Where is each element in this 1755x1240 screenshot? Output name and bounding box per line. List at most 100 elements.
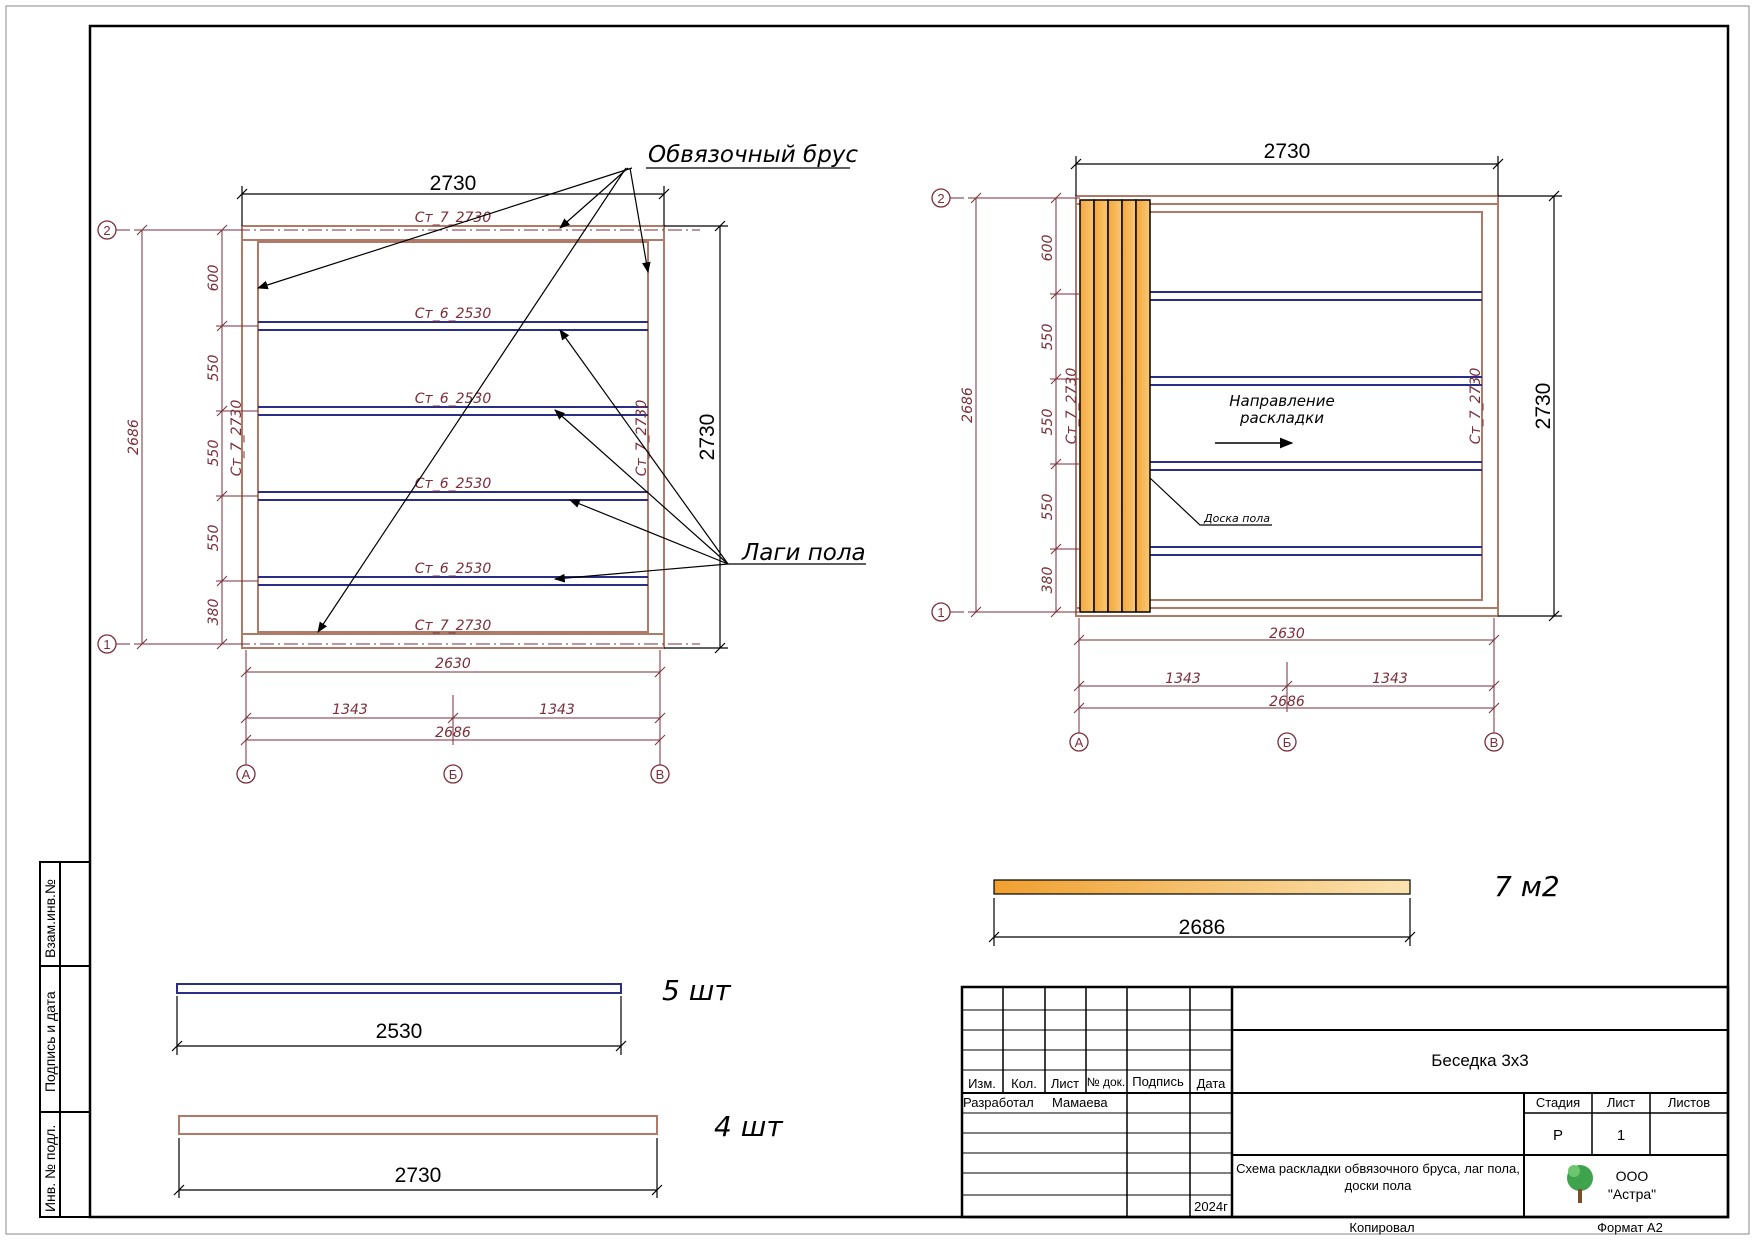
callout-joists-leaders (553, 329, 729, 583)
right-dim-left (970, 192, 1074, 618)
legend: 2686 7 м2 2530 5 шт 2730 4 шт (171, 870, 1560, 1198)
left-axis-markers (97, 220, 670, 784)
left-half-right: 1343 (539, 702, 575, 718)
plank-label: Доска пола (1203, 512, 1270, 525)
left-dim-left (136, 224, 240, 650)
left-spacing-1: 600 (206, 265, 222, 292)
right-spacing-5: 380 (1040, 567, 1056, 594)
left-dim-spacings (216, 224, 258, 650)
right-spacing-4: 550 (1040, 494, 1056, 521)
right-dim-right (1498, 190, 1562, 622)
left-half-left: 1343 (332, 702, 368, 718)
left-right-total: 2730 (696, 414, 719, 461)
callout-joists: Лаги пола (741, 540, 866, 566)
right-joists (1150, 291, 1482, 556)
legend-beam-qty: 4 шт (714, 1110, 783, 1143)
right-dim-bottom (1073, 634, 1500, 714)
left-overall: 2686 (435, 725, 471, 741)
legend-plank-qty: 7 м2 (1494, 870, 1560, 903)
legend-beam-dim (173, 1138, 663, 1198)
right-spacing-1: 600 (1040, 235, 1056, 262)
callout-beam: Обвязочный брус (648, 142, 858, 168)
right-right-total: 2730 (1532, 383, 1555, 430)
direction-label-1: Направление (1229, 392, 1334, 410)
left-joist-label-2: Ст_6_2530 (415, 391, 492, 407)
left-top-width: 2730 (430, 172, 477, 195)
right-axis-v: В (1490, 735, 1499, 750)
left-dim-right (664, 220, 728, 654)
right-spacing-2: 550 (1040, 324, 1056, 351)
legend-joist-dim (171, 996, 627, 1055)
tb-col-sign: Подпись (1132, 1074, 1184, 1089)
left-spacing-5: 380 (206, 599, 222, 626)
tb-sheets-label: Листов (1668, 1095, 1710, 1110)
tb-developer-name: Мамаева (1052, 1095, 1108, 1110)
legend-beam-length: 2730 (395, 1164, 442, 1187)
right-beam-right-label: Ст_7_2730 (1468, 368, 1484, 445)
legend-plank-swatch (993, 879, 1411, 895)
legend-joist-length: 2530 (376, 1020, 423, 1043)
left-beam-right-label: Ст_7_2730 (634, 400, 650, 477)
right-axis-1: 1 (937, 605, 944, 620)
left-beam-left-label: Ст_7_2730 (229, 400, 245, 477)
right-half-right: 1343 (1372, 671, 1408, 687)
left-joist-label-4: Ст_6_2530 (415, 561, 492, 577)
left-dim-bottom (240, 666, 666, 746)
right-axis-a: А (1075, 735, 1084, 750)
right-axis-b: Б (1283, 735, 1292, 750)
tb-sheet-number: 1 (1617, 1127, 1625, 1144)
direction-label-2: раскладки (1239, 409, 1324, 427)
tb-col-kol: Кол. (1011, 1076, 1037, 1091)
tb-col-doc: № док. (1087, 1075, 1125, 1089)
tb-sheet-title: Схема раскладки обвязочного бруса, лаг п… (1236, 1161, 1520, 1193)
left-dim-top (236, 186, 670, 226)
left-spacing-2: 550 (206, 355, 222, 382)
right-spacing-3: 550 (1040, 409, 1056, 436)
tb-org-line2: "Астра" (1608, 1186, 1656, 1202)
stamp-signature-date: Подпись и дата (42, 991, 58, 1092)
left-beam-top-label: Ст_7_2730 (415, 210, 492, 226)
left-spacing-4: 550 (206, 525, 222, 552)
side-stamp (39, 861, 91, 1218)
tb-project-name: Беседка 3х3 (1431, 1051, 1529, 1070)
tb-org-line1: ООО (1616, 1168, 1649, 1184)
stamp-original-inv: Инв. № подл. (42, 1125, 58, 1212)
right-left-total: 2686 (960, 387, 976, 423)
legend-plank-length: 2686 (1179, 916, 1226, 939)
legend-plank-dim (988, 898, 1416, 946)
left-joist-label-1: Ст_6_2530 (415, 306, 492, 322)
right-axis-verticals (1078, 618, 1495, 733)
legend-joist-swatch (176, 983, 622, 994)
left-inner-width: 2630 (435, 656, 471, 672)
left-plan: Ст_7_2730 Ст_7_2730 Ст_7_2730 Ст_7_2730 … (97, 142, 866, 784)
right-dim-top (1070, 156, 1504, 196)
left-axis-lines (116, 229, 700, 645)
tb-copied: Копировал (1349, 1220, 1414, 1235)
tb-stage-label: Стадия (1536, 1095, 1580, 1110)
left-beam-bottom-label: Ст_7_2730 (415, 618, 492, 634)
right-top-width: 2730 (1264, 140, 1311, 163)
tb-stage-value: Р (1553, 1127, 1563, 1144)
tb-col-list: Лист (1051, 1076, 1079, 1091)
tree-logo-icon (1567, 1165, 1593, 1203)
tb-year: 2024г (1194, 1199, 1228, 1214)
left-axis-2: 2 (103, 223, 110, 238)
right-beam-left-label: Ст_7_2730 (1064, 368, 1080, 445)
right-overall: 2686 (1269, 694, 1305, 710)
right-half-left: 1343 (1165, 671, 1201, 687)
tb-col-izm: Изм. (968, 1076, 996, 1091)
callout-beam-leaders (256, 167, 651, 633)
left-axis-a: А (242, 767, 251, 782)
left-left-total: 2686 (126, 419, 142, 455)
stamp-replacement-inv: Взам.инв.№ (42, 879, 58, 958)
left-axis-1: 1 (103, 637, 110, 652)
tb-col-date: Дата (1197, 1076, 1227, 1091)
right-axis-markers (931, 188, 1504, 752)
tb-developed-label: Разработал (963, 1095, 1034, 1110)
left-axis-verticals (245, 650, 661, 765)
plank-leader (1149, 477, 1272, 526)
left-joists (258, 321, 648, 586)
tb-format: Формат А2 (1597, 1220, 1663, 1235)
floor-planks (1079, 199, 1151, 613)
